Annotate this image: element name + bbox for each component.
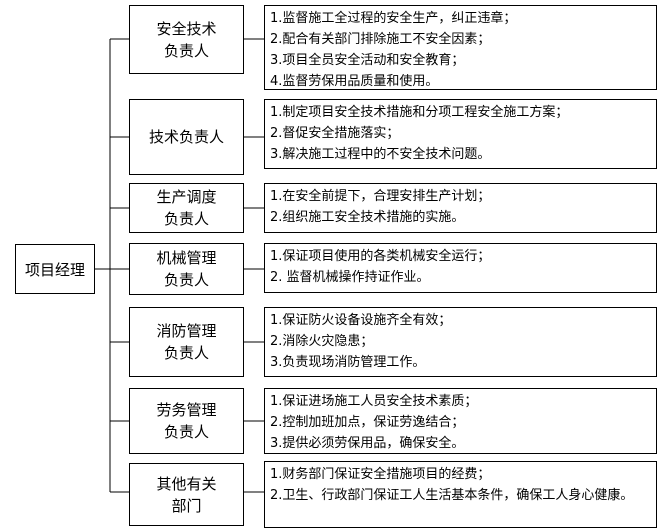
duty-item: 1.监督施工全过程的安全生产，纠正违章； — [270, 11, 517, 26]
role-label: 机械管理负责人 — [156, 249, 217, 289]
duty-item: 1.在安全前提下，合理安排生产计划； — [270, 189, 491, 204]
root-node-project-manager: 项目经理 — [15, 244, 95, 294]
duty-item: 2.组织施工安全技术措施的实施。 — [270, 210, 465, 225]
role-node-tech: 技术负责人 — [129, 99, 244, 175]
duty-node-tech: 1.制定项目安全技术措施和分项工程安全施工方案； 2.督促安全措施落实； 3.解… — [264, 99, 657, 169]
duty-item: 2.消除火灾隐患； — [270, 334, 374, 349]
duty-item: 3.项目全员安全活动和安全教育； — [270, 53, 465, 68]
duty-item: 3.负责现场消防管理工作。 — [270, 355, 426, 370]
role-label: 消防管理负责人 — [156, 322, 217, 362]
role-label: 生产调度负责人 — [156, 188, 217, 228]
duty-item: 2.卫生、行政部门保证工人生活基本条件，确保工人身心健康。 — [270, 488, 634, 503]
role-node-machinery: 机械管理负责人 — [129, 243, 244, 295]
role-label: 其他有关部门 — [156, 474, 217, 515]
role-node-safety-tech: 安全技术负责人 — [129, 5, 244, 74]
duty-item: 3.解决施工过程中的不安全技术问题。 — [270, 147, 491, 162]
role-node-production: 生产调度负责人 — [129, 183, 244, 233]
role-node-labor: 劳务管理负责人 — [129, 388, 244, 454]
role-node-other-departments: 其他有关部门 — [129, 463, 244, 526]
role-label: 劳务管理负责人 — [156, 401, 217, 441]
duty-item: 2. 监督机械操作持证作业。 — [270, 270, 430, 285]
role-label: 安全技术负责人 — [156, 19, 217, 60]
duty-node-labor: 1.保证进场施工人员安全技术素质； 2.控制加班加点，保证劳逸结合； 3.提供必… — [264, 388, 657, 454]
duty-node-safety-tech: 1.监督施工全过程的安全生产，纠正违章； 2.配合有关部门排除施工不安全因素； … — [264, 5, 657, 90]
role-node-fire: 消防管理负责人 — [129, 307, 244, 377]
duty-item: 4.监督劳保用品质量和使用。 — [270, 74, 439, 89]
role-label: 技术负责人 — [148, 128, 224, 146]
duty-item: 1.保证进场施工人员安全技术素质； — [270, 394, 478, 409]
root-node-label: 项目经理 — [24, 260, 85, 279]
duty-item: 1.保证防火设备设施齐全有效； — [270, 313, 452, 328]
duty-item: 1.制定项目安全技术措施和分项工程安全施工方案； — [270, 105, 569, 120]
duty-item: 1.保证项目使用的各类机械安全运行； — [270, 249, 491, 264]
duty-item: 2.督促安全措施落实； — [270, 126, 400, 141]
duty-item: 2.控制加班加点，保证劳逸结合； — [270, 415, 465, 430]
duty-node-machinery: 1.保证项目使用的各类机械安全运行； 2. 监督机械操作持证作业。 — [264, 243, 657, 293]
duty-item: 1.财务部门保证安全措施项目的经费； — [270, 467, 491, 482]
duty-item: 3.提供必须劳保用品，确保安全。 — [270, 436, 465, 451]
duty-node-other-departments: 1.财务部门保证安全措施项目的经费； 2.卫生、行政部门保证工人生活基本条件，确… — [264, 461, 657, 528]
duty-item: 2.配合有关部门排除施工不安全因素； — [270, 32, 491, 47]
duty-node-fire: 1.保证防火设备设施齐全有效； 2.消除火灾隐患； 3.负责现场消防管理工作。 — [264, 307, 657, 377]
duty-node-production: 1.在安全前提下，合理安排生产计划； 2.组织施工安全技术措施的实施。 — [264, 183, 657, 233]
